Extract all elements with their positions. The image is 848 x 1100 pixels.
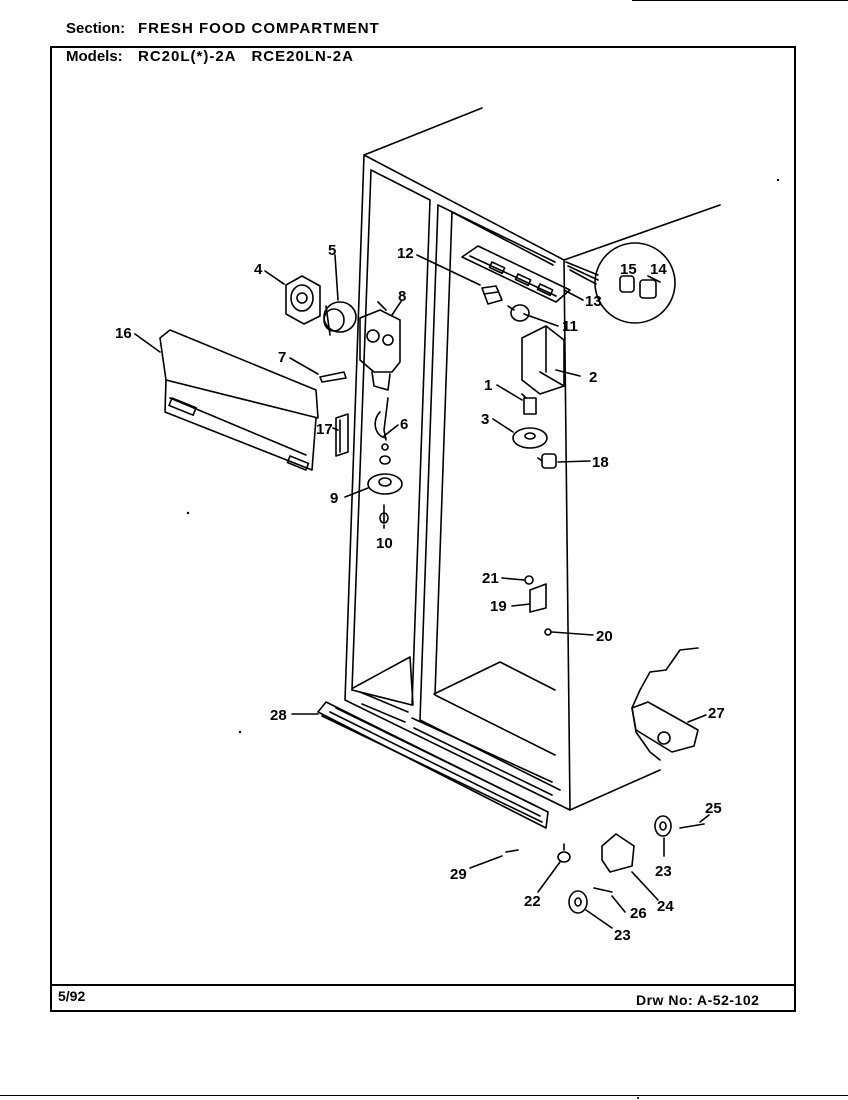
diffuser-part-9 [367, 473, 403, 495]
callout-26: 26 [630, 905, 647, 922]
nut-part-21 [524, 575, 534, 585]
roller-part-23-lower [568, 890, 588, 914]
light-bulb-part-12 [481, 285, 503, 305]
bottom-rule [0, 1095, 848, 1096]
callout-11: 11 [562, 318, 578, 335]
callout-2: 2 [589, 369, 597, 386]
leveling-leg-part-22 [557, 843, 571, 863]
callout-12: 12 [397, 245, 414, 262]
models-heading: Models: RC20L(*)-2A RCE20LN-2A [66, 48, 354, 65]
drawing-number: Drw No: A-52-102 [636, 992, 760, 1008]
callout-10: 10 [376, 535, 393, 552]
callout-23b: 23 [614, 927, 631, 944]
callout-7: 7 [278, 349, 286, 366]
hinge-bracket-part-27 [631, 701, 699, 753]
callout-1: 1 [484, 377, 492, 394]
callout-24: 24 [657, 898, 674, 915]
footer-divider [50, 984, 796, 986]
light-bulb-part-11 [507, 304, 530, 322]
light-shield-part-17 [335, 413, 349, 457]
leader-lines [134, 254, 710, 929]
section-value: FRESH FOOD COMPARTMENT [138, 20, 380, 37]
bracket-part-19 [529, 583, 547, 613]
callout-19: 19 [490, 598, 507, 615]
screw-part-10 [379, 504, 389, 524]
callout-14: 14 [650, 261, 667, 278]
callout-13: 13 [585, 293, 602, 310]
rear-cut-edge [631, 647, 699, 761]
switch-part-1 [521, 393, 537, 415]
screw-part-29 [505, 849, 519, 853]
callout-20: 20 [596, 628, 613, 645]
callout-8: 8 [398, 288, 406, 305]
callout-labels: 1 2 3 4 5 6 7 8 9 10 11 12 13 14 15 16 1… [115, 242, 725, 944]
callout-16: 16 [115, 325, 132, 342]
light-bracket-part-13 [461, 245, 571, 303]
toe-grille-part-28 [317, 701, 549, 829]
pin-part-26 [593, 887, 613, 893]
thermostat-knob-part-5 [323, 301, 357, 336]
footer-date: 5/92 [58, 988, 86, 1004]
screw-part-20 [544, 628, 552, 636]
callout-27: 27 [708, 705, 725, 722]
cabinet [344, 107, 721, 811]
clip-part-7 [319, 371, 347, 383]
callout-5: 5 [328, 242, 336, 259]
drawing-frame [50, 46, 796, 1012]
callout-17: 17 [316, 421, 333, 438]
roller-part-23-upper [654, 815, 672, 837]
light-socket-part-4 [285, 275, 321, 325]
callout-3: 3 [481, 411, 489, 428]
models-label: Models: [66, 48, 123, 65]
callout-25: 25 [705, 800, 722, 817]
callout-21: 21 [482, 570, 499, 587]
thermostat-housing-part-8 [359, 301, 401, 391]
section-heading: Section: FRESH FOOD COMPARTMENT [66, 20, 380, 37]
models-value: RC20L(*)-2A RCE20LN-2A [138, 48, 354, 65]
callout-18: 18 [592, 454, 609, 471]
pin-part-25 [679, 823, 705, 829]
control-housing-part-2 [521, 325, 565, 395]
speck-marks [186, 178, 780, 1099]
crisper-cover-part-16 [159, 329, 319, 471]
section-label: Section: [66, 20, 126, 37]
callout-29: 29 [450, 866, 467, 883]
top-rule [632, 0, 848, 1]
callout-23a: 23 [655, 863, 672, 880]
callout-15: 15 [620, 261, 637, 278]
callout-6: 6 [400, 416, 408, 433]
inset-detail [565, 242, 676, 324]
callout-9: 9 [330, 490, 338, 507]
roller-bracket-part-24 [601, 833, 635, 873]
callout-4: 4 [254, 261, 263, 278]
switch-part-18 [537, 453, 557, 469]
grommet-part-3 [512, 427, 548, 449]
callout-22: 22 [524, 893, 541, 910]
callout-28: 28 [270, 707, 287, 724]
control-rod-part-6 [374, 397, 391, 465]
